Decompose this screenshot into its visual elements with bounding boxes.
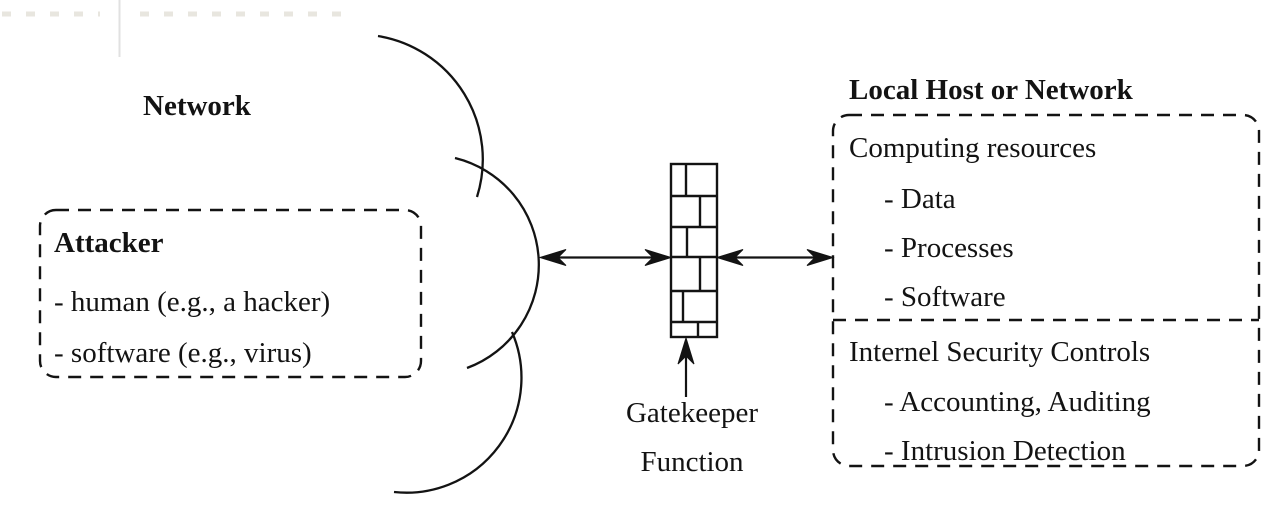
attacker-item-human: - human (e.g., a hacker): [54, 286, 331, 318]
scan-artifact-marks: [2, 0, 350, 57]
computing-item-processes: - Processes: [884, 232, 1014, 264]
arrowhead-right: [806, 249, 835, 266]
arrowhead-left: [715, 249, 744, 266]
cloud-arc-top: [377, 34, 484, 198]
cloud-arc-middle: [454, 156, 540, 370]
gatekeeper-label-line2: Function: [640, 446, 744, 478]
attacker-item-software: - software (e.g., virus): [54, 337, 312, 369]
computing-item-software: - Software: [884, 281, 1006, 313]
firewall-icon: [669, 162, 719, 339]
network-label: Network: [143, 90, 251, 122]
local-host-box-border: [831, 113, 1261, 468]
attacker-title: Attacker: [54, 227, 164, 259]
arrow-firewall-localhost: [715, 249, 835, 266]
computing-item-data: - Data: [884, 183, 956, 215]
arrowhead-left: [538, 249, 567, 266]
local-host-header: Local Host or Network: [849, 74, 1133, 106]
security-controls-title: Internel Security Controls: [849, 336, 1151, 368]
attacker-box-border: [38, 208, 423, 379]
cloud-arc-bottom: [393, 331, 523, 494]
computing-resources-title: Computing resources: [849, 132, 1097, 164]
arrow-gatekeeper-firewall: [677, 336, 695, 397]
arrow-network-firewall: [538, 249, 673, 266]
arrowhead-up: [677, 336, 695, 365]
gatekeeper-label-line1: Gatekeeper: [625, 397, 758, 429]
arrowhead-right: [644, 249, 673, 266]
network-cloud: [377, 34, 540, 494]
security-item-accounting: - Accounting, Auditing: [884, 386, 1151, 418]
security-item-intrusion: - Intrusion Detection: [884, 435, 1126, 467]
gatekeeper-function-label: Gatekeeper Function: [592, 397, 792, 479]
